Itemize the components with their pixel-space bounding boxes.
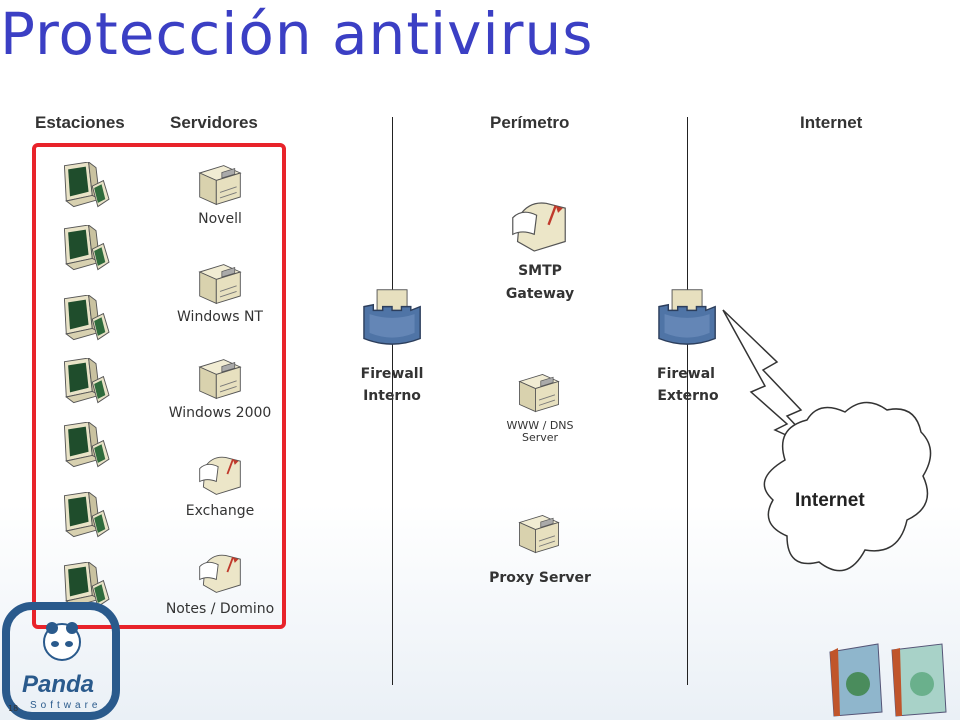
logo-brand: Panda (22, 671, 94, 698)
cloud-icon (763, 401, 932, 572)
notes-domino-mail-icon (196, 551, 244, 595)
smtp-label-line1: SMTP (518, 263, 562, 279)
panda-software-logo: Panda Software (2, 602, 120, 720)
logo-sub: Software (30, 700, 101, 711)
column-heading-internet: Internet (800, 113, 863, 132)
server-label-windows-nt: Windows NT (177, 309, 263, 325)
workstation-icon (55, 492, 111, 544)
server-label-exchange: Exchange (185, 503, 255, 519)
server-windows-nt-icon (196, 262, 244, 306)
proxy-server-label: Proxy Server (489, 570, 591, 586)
divider-external (687, 117, 688, 685)
workstation-icon (55, 162, 111, 214)
smtp-label-line2: Gateway (505, 286, 575, 302)
internet-connection-graphic (722, 309, 932, 572)
www-dns-server-icon (516, 372, 562, 414)
workstation-icon (55, 225, 111, 277)
exchange-mail-icon (196, 453, 244, 497)
workstation-icon (55, 358, 111, 410)
firewall-external-icon (655, 286, 721, 346)
proxy-server-icon (516, 513, 562, 555)
slide-title: Protección antivirus (0, 0, 594, 68)
divider-internal (392, 117, 393, 685)
workstation-icon (55, 295, 111, 347)
internal-zone-highlight (32, 143, 286, 629)
firewall-external-label-line1: Firewal (657, 366, 715, 382)
column-heading-estaciones: Estaciones (35, 113, 125, 132)
server-label-novell: Novell (198, 211, 242, 227)
firewall-internal-icon (360, 286, 426, 346)
smtp-gateway-mail-icon (508, 198, 570, 254)
server-novell-icon (196, 163, 244, 207)
product-boxes-image (829, 643, 947, 717)
server-label-windows-2000: Windows 2000 (168, 405, 272, 421)
firewall-internal-label-line1: Firewall (360, 366, 424, 382)
firewall-external-label-line2: Externo (657, 388, 719, 404)
internet-cloud-label: Internet (795, 490, 865, 511)
www-dns-label-line2: Server (521, 431, 559, 444)
column-heading-perimetro: Perímetro (490, 113, 570, 132)
www-dns-label-line1: WWW / DNS (506, 419, 574, 432)
page-number: 18 (8, 704, 19, 713)
column-heading-servidores: Servidores (170, 113, 258, 132)
server-windows-2000-icon (196, 357, 244, 401)
firewall-internal-label-line2: Interno (363, 388, 421, 404)
workstation-icon (55, 422, 111, 474)
server-label-notes-domino: Notes / Domino (165, 601, 275, 617)
